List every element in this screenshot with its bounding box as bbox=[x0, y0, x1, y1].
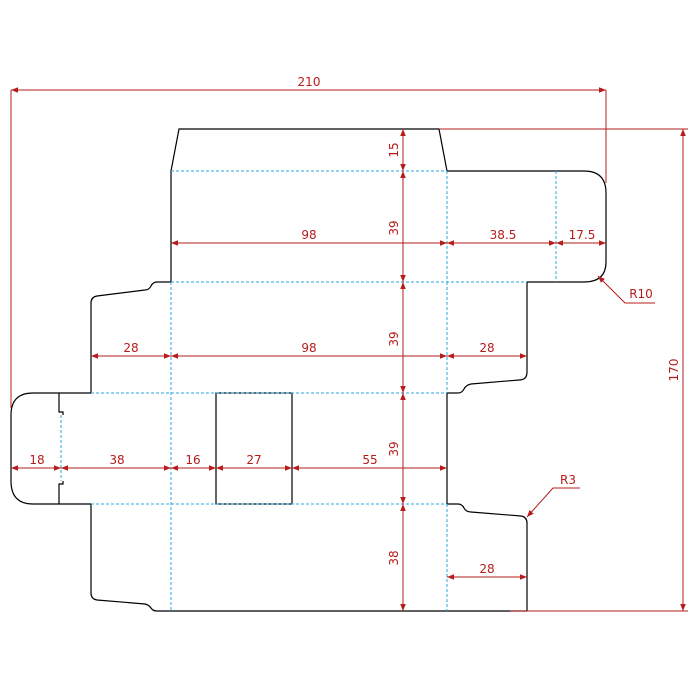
label-gap: 16 bbox=[185, 453, 200, 467]
label-panel-width-mid: 98 bbox=[301, 341, 316, 355]
label-panel-width-top: 98 bbox=[301, 228, 316, 242]
leader-r3 bbox=[526, 487, 580, 518]
label-top-panel-height: 39 bbox=[387, 220, 401, 235]
label-window-width: 27 bbox=[246, 453, 261, 467]
label-middle-panel-height: 39 bbox=[387, 331, 401, 346]
fold-lines bbox=[60, 170, 557, 611]
label-overall-height: 170 bbox=[667, 359, 681, 382]
label-glue-tab: 18 bbox=[29, 453, 44, 467]
cut-lines bbox=[10, 128, 607, 612]
label-corner-radius-small: R3 bbox=[560, 473, 576, 487]
right-dust-flap-outline bbox=[447, 170, 607, 283]
glue-tab-notch bbox=[58, 393, 64, 504]
left-side-flap-outline bbox=[90, 281, 171, 393]
label-right-section: 55 bbox=[362, 453, 377, 467]
label-left-panel: 38 bbox=[109, 453, 124, 467]
window-cutout bbox=[215, 392, 293, 505]
label-right-flap-tab: 17.5 bbox=[569, 228, 596, 242]
label-right-flap-width: 38.5 bbox=[490, 228, 517, 242]
label-side-flap-left: 28 bbox=[123, 341, 138, 355]
label-bottom-panel-height: 38 bbox=[387, 550, 401, 565]
glue-tab-outline bbox=[10, 392, 91, 505]
label-lower-panel-height: 39 bbox=[387, 441, 401, 456]
leader-r10 bbox=[597, 275, 655, 304]
label-side-flap-right: 28 bbox=[479, 341, 494, 355]
top-tuck-flap-outline bbox=[170, 128, 448, 172]
right-lower-flap-outline bbox=[447, 503, 528, 611]
label-top-flap-height: 15 bbox=[387, 142, 401, 157]
bottom-edge bbox=[90, 504, 527, 612]
label-bottom-flap: 28 bbox=[479, 562, 494, 576]
right-side-flap-outline bbox=[447, 282, 528, 394]
label-overall-width: 210 bbox=[298, 75, 321, 89]
dimension-lines bbox=[10, 87, 688, 612]
dimension-labels: 210 170 15 39 39 39 38 98 38.5 17.5 28 9… bbox=[29, 75, 681, 576]
label-corner-radius-large: R10 bbox=[629, 287, 653, 301]
